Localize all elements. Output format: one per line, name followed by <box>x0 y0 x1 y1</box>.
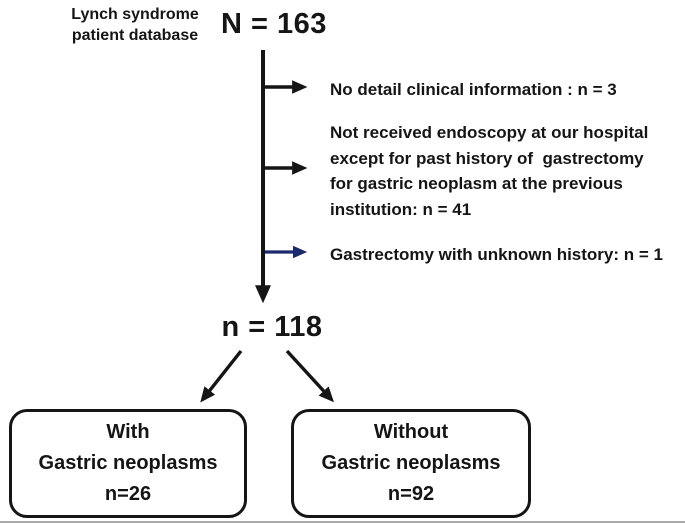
exclusion-text-3: Gastrectomy with unknown history: n = 1 <box>330 245 663 264</box>
exclusion-text-2: Not received endoscopy at our hospital e… <box>330 123 649 219</box>
exclusion-text-1: No detail clinical information : n = 3 <box>330 80 617 99</box>
split-arrow-left <box>200 349 243 403</box>
outcome-box-with-neoplasms: With Gastric neoplasms n=26 <box>9 409 247 518</box>
split-arrow-right <box>285 349 334 403</box>
source-database-label: Lynch syndrome patient database <box>71 6 199 44</box>
outcome-box-without-neoplasms: Without Gastric neoplasms n=92 <box>291 409 531 518</box>
total-count: N = 163 <box>221 8 327 40</box>
intermediate-count: n = 118 <box>221 311 323 343</box>
figure-bottom-border <box>0 521 685 523</box>
